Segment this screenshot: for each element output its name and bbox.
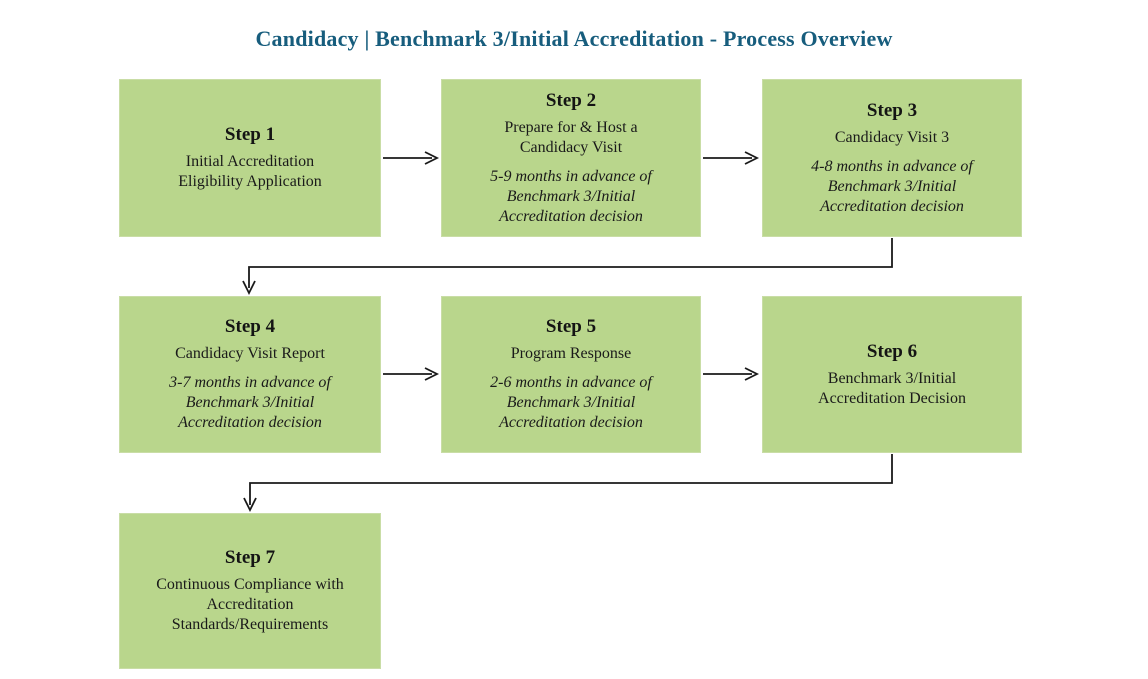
down-arrowhead-icon <box>243 497 257 513</box>
step-5-heading: Step 5 <box>545 316 597 337</box>
right-arrowhead-icon <box>744 151 760 165</box>
arrow-step2-to-step3 <box>703 151 760 165</box>
step-3-note: 4-8 months in advance of Benchmark 3/Ini… <box>811 157 973 215</box>
step-4-box: Step 4 Candidacy Visit Report 3-7 months… <box>119 296 381 453</box>
step-4-heading: Step 4 <box>224 316 276 337</box>
right-arrowhead-icon <box>424 151 440 165</box>
arrow-step6-to-step7 <box>243 454 893 513</box>
step-5-body: Program Response <box>510 345 632 362</box>
right-arrowhead-icon <box>424 367 440 381</box>
arrow-step1-to-step2 <box>383 151 440 165</box>
step-3-box: Step 3 Candidacy Visit 3 4-8 months in a… <box>762 79 1022 237</box>
step-2-box: Step 2 Prepare for & Host a Candidacy Vi… <box>441 79 701 237</box>
step-2-note: 5-9 months in advance of Benchmark 3/Ini… <box>490 167 652 225</box>
step-2-body: Prepare for & Host a Candidacy Visit <box>504 118 638 156</box>
right-arrowhead-icon <box>744 367 760 381</box>
step-6-body: Benchmark 3/Initial Accreditation Decisi… <box>818 369 966 407</box>
step-2-heading: Step 2 <box>545 89 597 111</box>
arrow-step4-to-step5 <box>383 367 440 381</box>
step-6-box: Step 6 Benchmark 3/Initial Accreditation… <box>762 296 1022 453</box>
step-7-box: Step 7 Continuous Compliance with Accred… <box>119 513 381 669</box>
arrow-step5-to-step6 <box>703 367 760 381</box>
step-7-body: Continuous Compliance with Accreditation… <box>156 576 344 633</box>
step-4-note: 3-7 months in advance of Benchmark 3/Ini… <box>169 374 331 431</box>
step-7-heading: Step 7 <box>224 547 276 568</box>
arrow-step3-to-step4 <box>242 238 893 296</box>
step-5-box: Step 5 Program Response 2-6 months in ad… <box>441 296 701 453</box>
step-3-heading: Step 3 <box>866 99 918 121</box>
step-6-heading: Step 6 <box>866 340 918 362</box>
page-title: Candidacy | Benchmark 3/Initial Accredit… <box>255 26 893 51</box>
step-1-heading: Step 1 <box>224 124 276 145</box>
down-arrowhead-icon <box>242 280 256 296</box>
step-3-body: Candidacy Visit 3 <box>834 128 950 146</box>
step-1-box: Step 1 Initial Accreditation Eligibility… <box>119 79 381 237</box>
step-5-note: 2-6 months in advance of Benchmark 3/Ini… <box>490 374 652 431</box>
step-4-body: Candidacy Visit Report <box>175 345 325 362</box>
step-1-body: Initial Accreditation Eligibility Applic… <box>178 153 322 190</box>
